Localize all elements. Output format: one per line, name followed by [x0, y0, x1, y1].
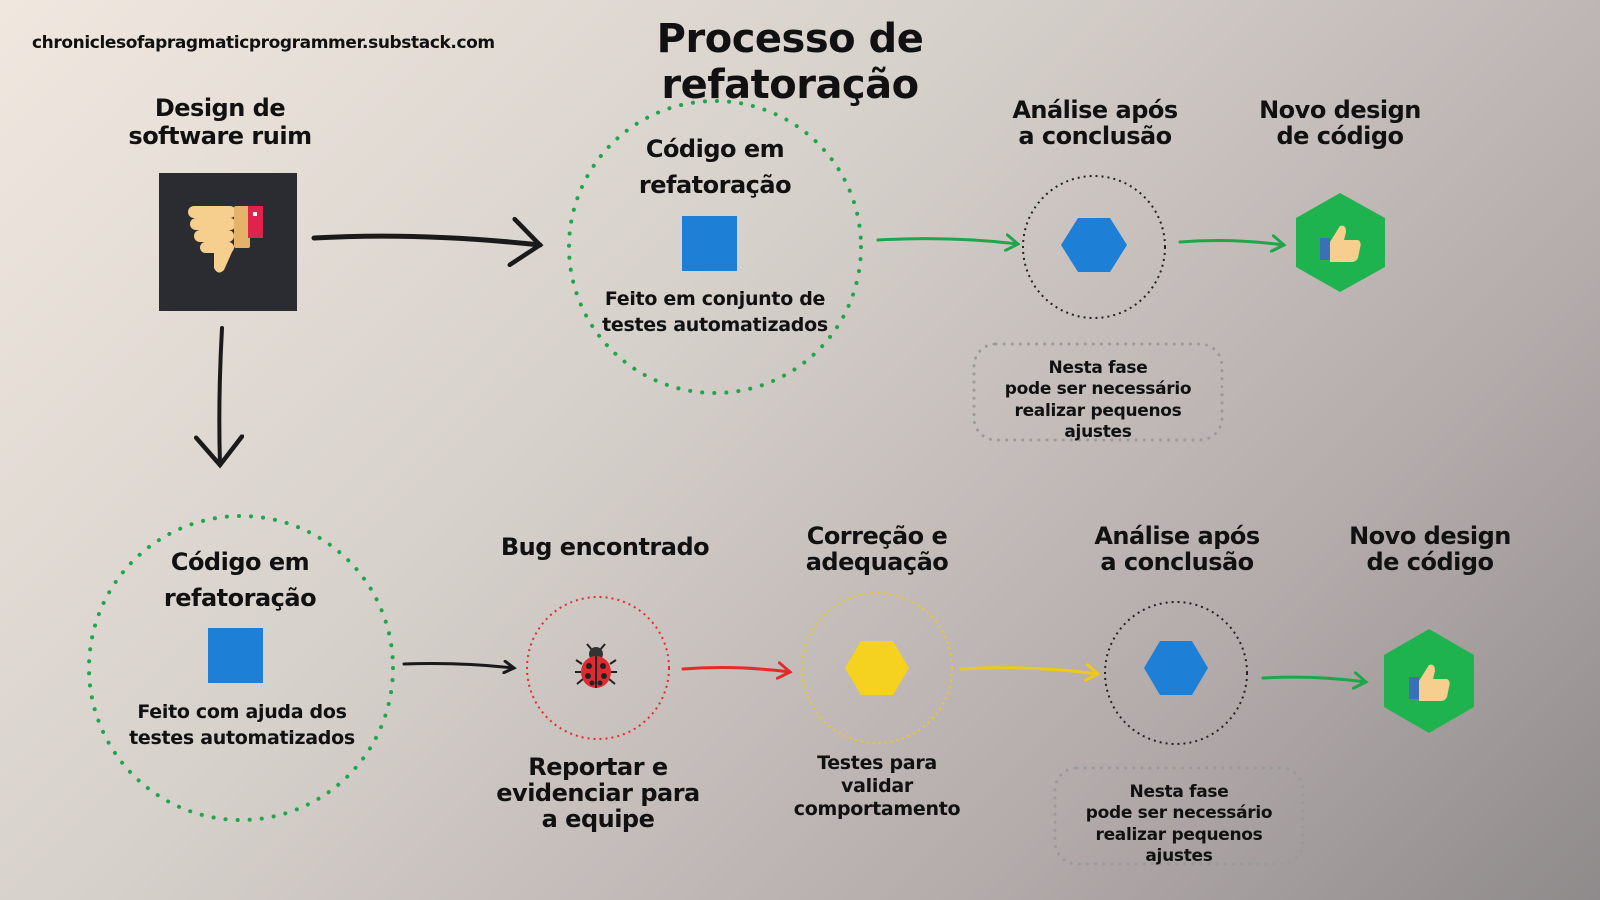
bug-report-label: Reportar e evidenciar para a equipe — [496, 753, 700, 833]
analysis-circle-top — [1022, 175, 1166, 319]
correction-hexagon — [845, 641, 909, 695]
arrow-analysis-to-new-bottom — [1261, 677, 1366, 682]
ladybug-icon — [575, 643, 617, 688]
thumbs-up-icon — [1409, 664, 1450, 701]
arrow-bad-to-refactor — [311, 236, 540, 245]
new-design-label-bottom: Novo design de código — [1349, 522, 1511, 577]
thumbs-up-icon — [1320, 225, 1361, 262]
code-square-top — [682, 216, 737, 271]
arrow-analysis-to-new-top — [1178, 241, 1284, 245]
refactoring-label-top: Código em refatoração — [638, 135, 792, 199]
phase-note-bottom: Nesta fase pode ser necessário realizar … — [1085, 782, 1273, 866]
refactor-circle-bottom — [87, 514, 395, 822]
bug-found-label: Bug encontrado — [500, 533, 710, 561]
new-design-label-top: Novo design de código — [1259, 96, 1421, 151]
analysis-label-top: Análise após a conclusão — [1012, 96, 1178, 151]
arrow-correction-to-analysis — [959, 668, 1098, 674]
thumbs-down-icon — [188, 206, 263, 273]
correction-circle — [801, 592, 953, 744]
bad-design-label: Design de software ruim — [128, 94, 312, 150]
refactoring-label-bottom: Código em refatoração — [163, 548, 317, 612]
analysis-label-bottom: Análise após a conclusão — [1094, 522, 1260, 577]
arrow-bad-down — [219, 326, 222, 465]
site-url[interactable]: chroniclesofapragmaticprogrammer.substac… — [32, 33, 495, 53]
phase-note-top: Nesta fase pode ser necessário realizar … — [1004, 358, 1192, 442]
analysis-circle-bottom — [1104, 601, 1248, 745]
refactor-circle-top — [567, 99, 863, 395]
arrow-refactor-to-analysis-top — [876, 239, 1018, 244]
analysis-hexagon-top — [1061, 218, 1127, 272]
correction-label: Correção e adequação — [805, 522, 949, 577]
refactoring-note-top: Feito em conjunto de testes automatizado… — [602, 288, 828, 336]
analysis-hexagon-bottom — [1144, 641, 1208, 695]
bug-circle — [526, 596, 670, 740]
arrow-refactor-to-bug — [402, 664, 514, 669]
arrow-bug-to-correction — [681, 668, 790, 672]
correction-note: Testes para validar comportamento — [793, 752, 961, 820]
refactoring-note-bottom: Feito com ajuda dos testes automatizados — [129, 701, 355, 749]
code-square-bottom — [208, 628, 263, 683]
